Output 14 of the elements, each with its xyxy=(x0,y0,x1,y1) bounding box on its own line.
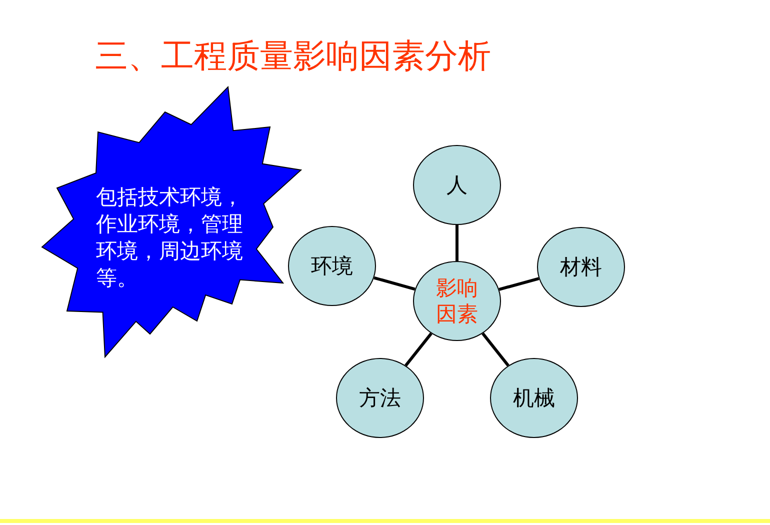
node-label: 人 xyxy=(446,172,468,198)
callout-text: 包括技术环境，作业环境，管理环境，周边环境等。 xyxy=(96,184,244,292)
connector-line xyxy=(482,332,510,366)
slide-title: 三、工程质量影响因素分析 xyxy=(95,36,491,76)
connector-line xyxy=(498,277,540,291)
connector-line xyxy=(404,332,432,366)
node-label: 机械 xyxy=(513,385,555,411)
node-label: 材料 xyxy=(560,254,602,280)
connector-line xyxy=(374,276,416,291)
node-label: 影响因素 xyxy=(435,275,479,327)
starburst-callout xyxy=(40,86,302,360)
node-label: 环境 xyxy=(311,253,353,279)
connector-line xyxy=(456,225,458,261)
node-label: 方法 xyxy=(359,385,401,411)
